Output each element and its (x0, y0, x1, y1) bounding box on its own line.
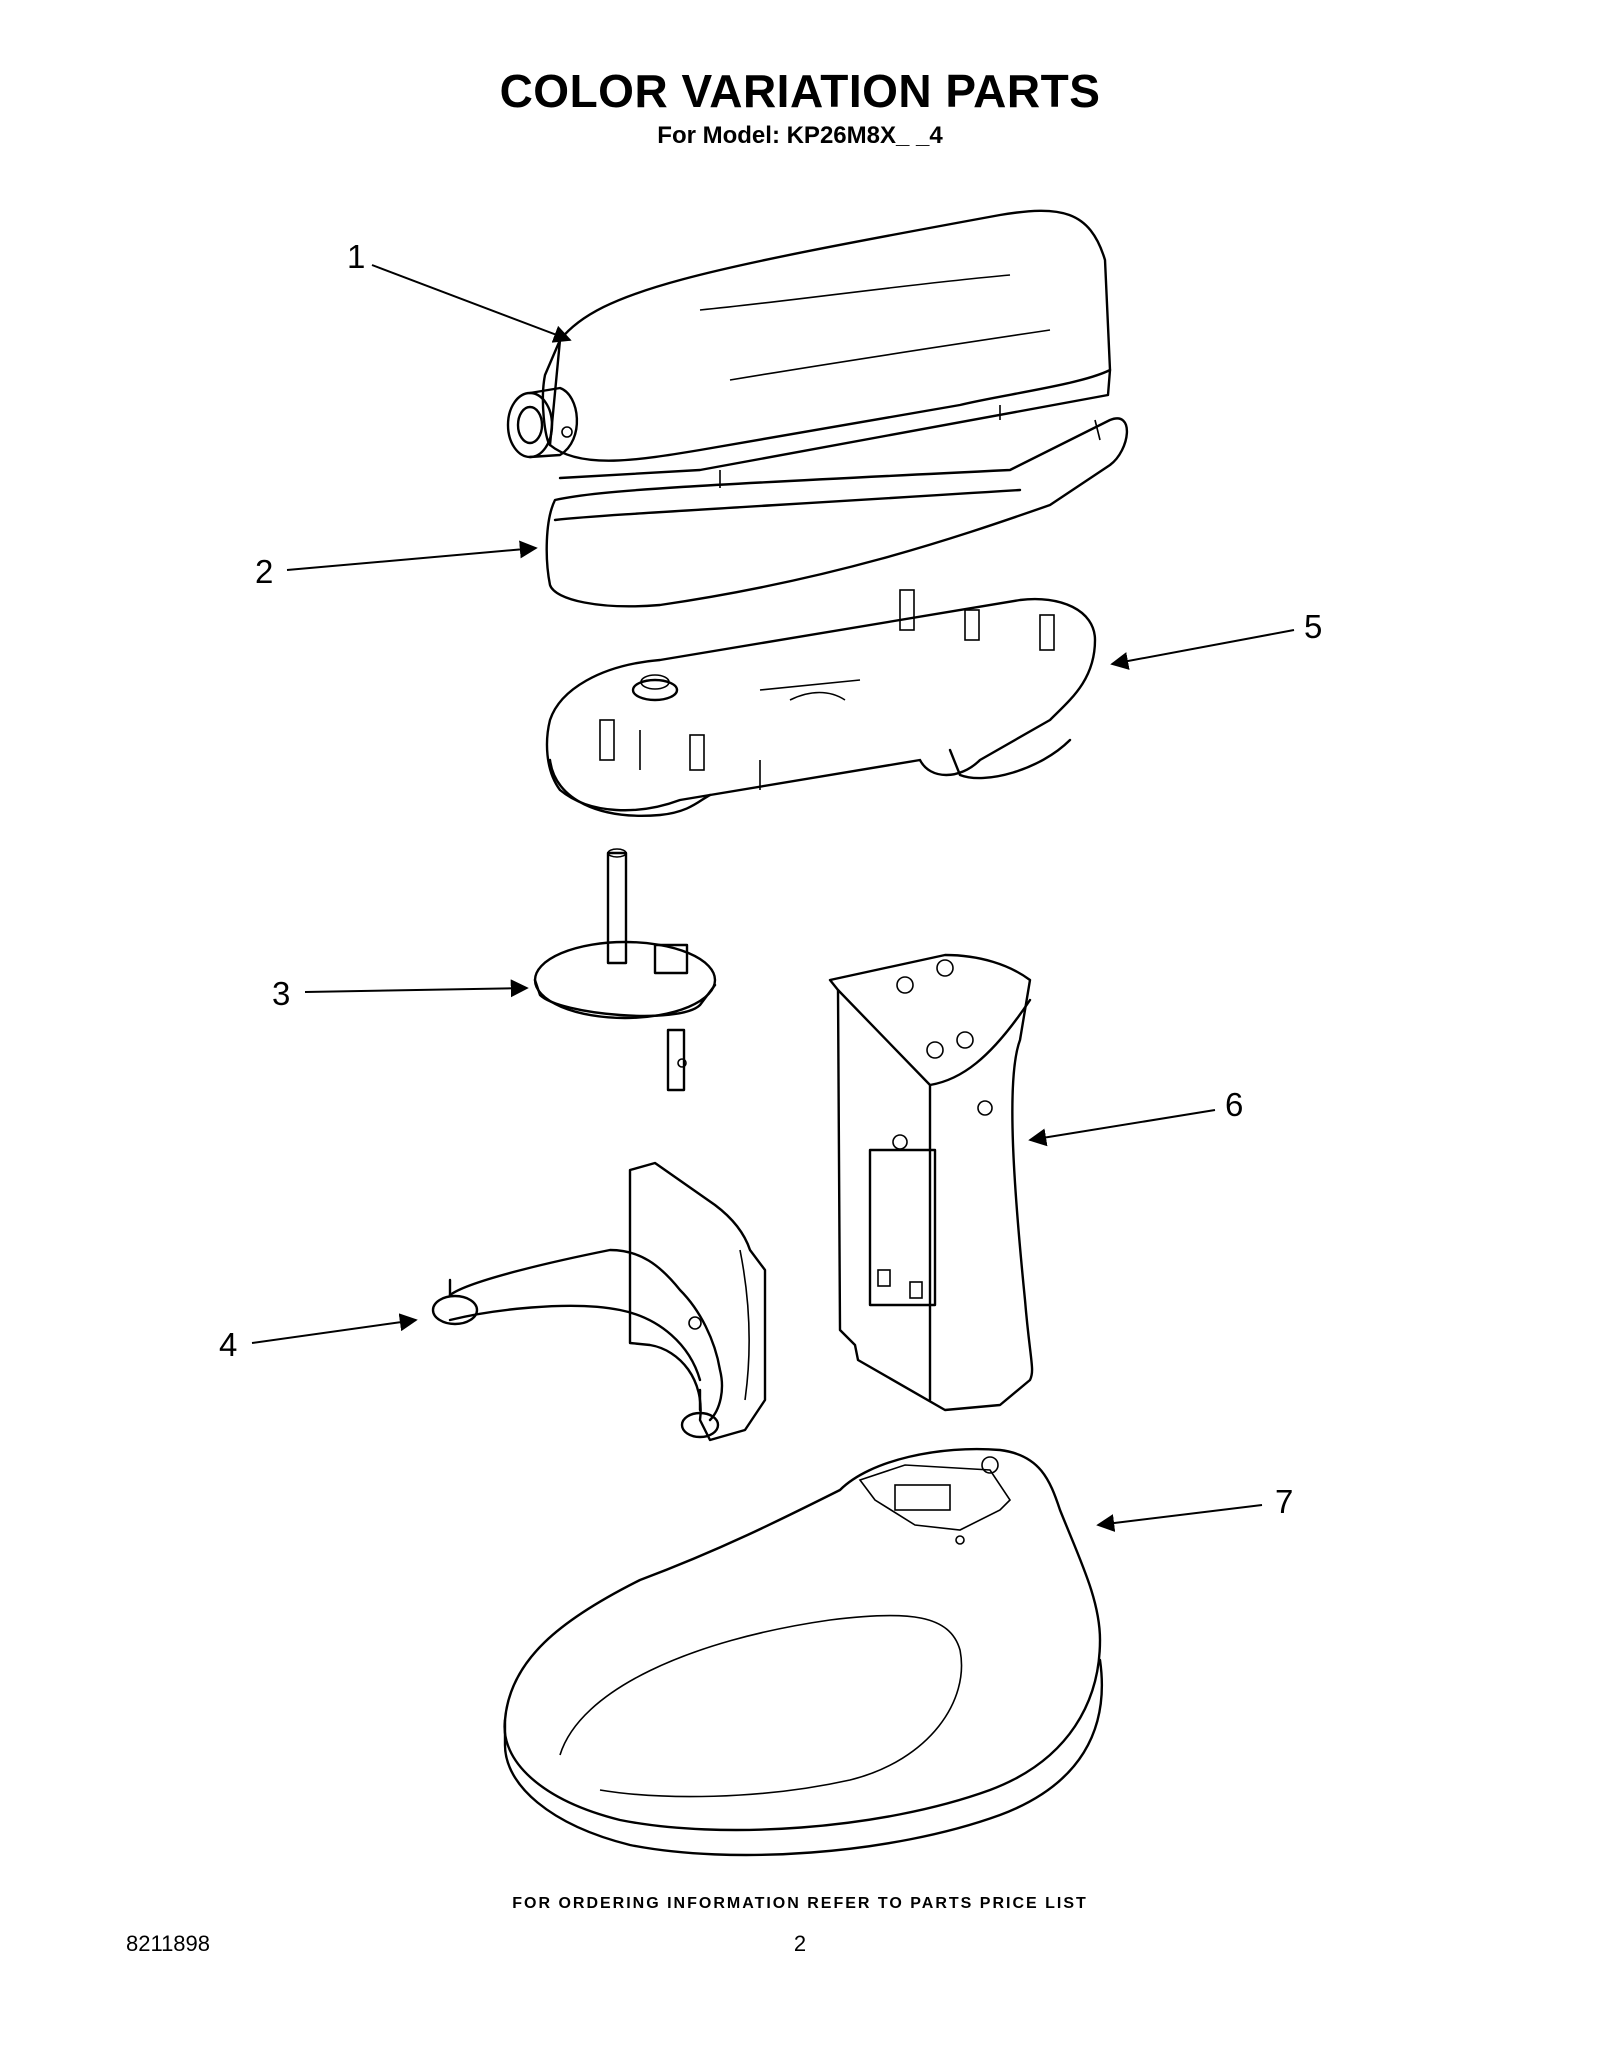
page-number: 2 (793, 1931, 807, 1956)
callout-3: 3 (272, 975, 291, 1012)
base-drawing (503, 1447, 1104, 1857)
ordering-note: FOR ORDERING INFORMATION REFER TO PARTS … (512, 1895, 1088, 1912)
gear-housing-drawing (545, 589, 1097, 817)
leader-7 (1096, 1504, 1263, 1532)
leader-4 (251, 1313, 418, 1344)
pedestal-drawing (828, 953, 1034, 1412)
leader-1 (371, 264, 572, 343)
callout-7: 7 (1275, 1483, 1294, 1520)
head-cover-drawing (506, 209, 1112, 488)
callout-leaders (251, 264, 1295, 1532)
planetary-assembly-drawing (533, 848, 717, 1092)
callout-6: 6 (1225, 1086, 1244, 1123)
callout-4: 4 (219, 1326, 238, 1363)
page-title: COLOR VARIATION PARTS (499, 65, 1101, 117)
bowl-lift-arm-drawing (431, 1161, 767, 1442)
document-number: 8211898 (126, 1931, 211, 1956)
leader-2 (286, 540, 538, 571)
callout-5: 5 (1304, 608, 1323, 645)
leader-5 (1110, 629, 1295, 670)
callout-2: 2 (255, 553, 274, 590)
callout-1: 1 (347, 238, 366, 275)
model-subtitle: For Model: KP26M8X_ _4 (657, 122, 943, 149)
leader-6 (1028, 1109, 1216, 1147)
trim-band-drawing (545, 417, 1129, 608)
leader-3 (304, 979, 529, 998)
